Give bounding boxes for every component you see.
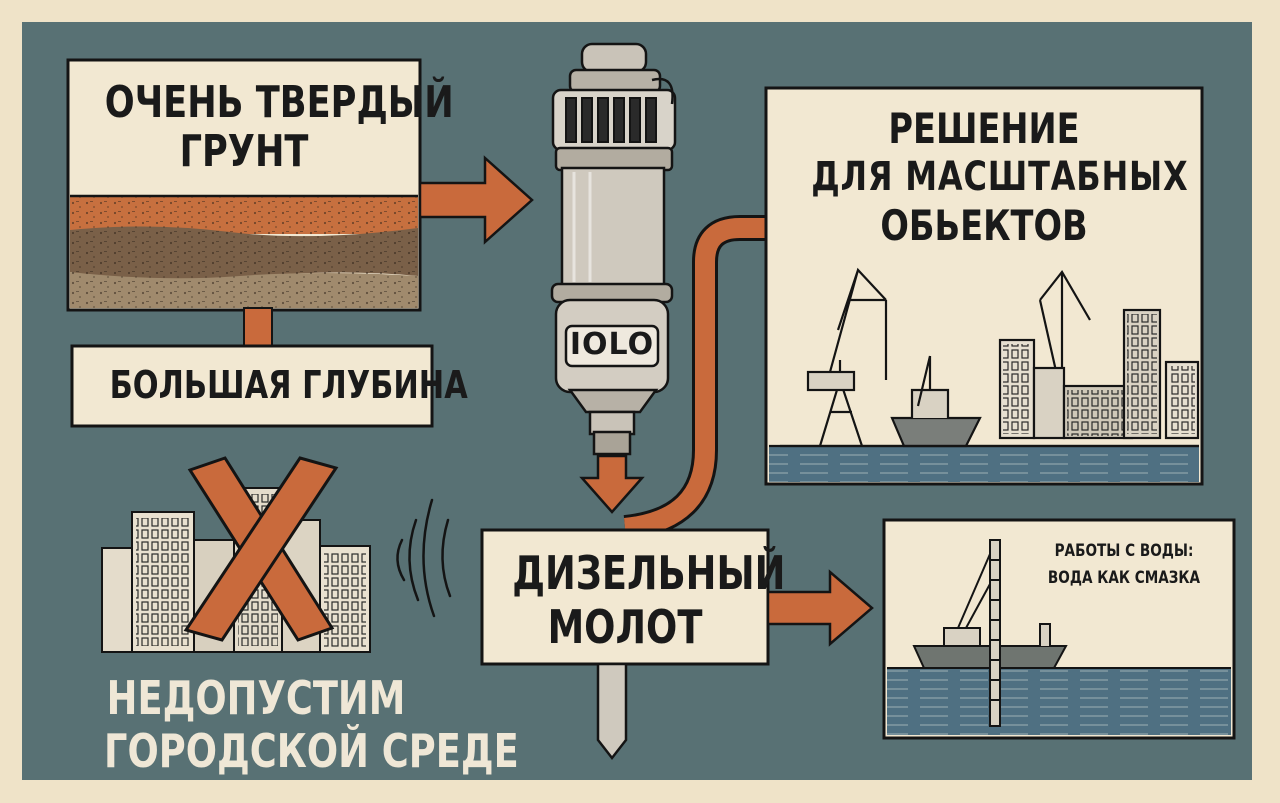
diesel-hammer-illustration <box>550 42 677 456</box>
solution-line2: ДЛЯ МАСШТАБНЫХ <box>811 153 1189 200</box>
solution-line1: РЕШЕНИЕ <box>888 104 1080 153</box>
pile-icon <box>596 662 628 761</box>
hard-soil-label: ОЧЕНЬ ТВЕРДЫЙ ГРУНТ <box>70 77 454 178</box>
depth-text: БОЛЬШАЯ ГЛУБИНА <box>109 363 468 407</box>
depth-label: БОЛЬШАЯ ГЛУБИНА <box>74 363 468 407</box>
arrow-down-icon <box>579 454 645 514</box>
hammer-marking: IOLO <box>566 328 658 362</box>
arrow-right-icon <box>418 155 534 245</box>
vibration-wave-icon <box>396 498 452 618</box>
water-pile-scene <box>887 539 1231 735</box>
warning-line2: ГОРОДСКОЙ СРЕДЕ <box>104 724 519 779</box>
depth-panel <box>70 344 434 428</box>
warning-label: НЕДОПУСТИМ ГОРОДСКОЙ СРЕДЕ <box>66 671 519 779</box>
water-works-label: РАБОТЫ С ВОДЫ: ВОДА КАК СМАЗКА <box>1024 538 1224 592</box>
water-works-line1: РАБОТЫ С ВОДЫ: <box>1054 541 1194 561</box>
arrow-right-icon <box>766 569 874 647</box>
diesel-hammer-line1: ДИЗЕЛЬНЫЙ <box>512 546 786 600</box>
soil-layers <box>70 194 418 308</box>
hard-soil-line1: ОЧЕНЬ ТВЕРДЫЙ <box>104 77 454 128</box>
forbidden-cross-icon <box>183 456 339 642</box>
port-scene <box>769 267 1200 482</box>
diesel-hammer-label: ДИЗЕЛЬНЫЙ МОЛОТ <box>484 546 786 655</box>
diesel-hammer-panel <box>480 528 770 666</box>
soil-depth-connector <box>243 307 273 349</box>
solution-line3: ОБЬЕКТОВ <box>880 200 1088 250</box>
warning-line1: НЕДОПУСТИМ <box>106 671 406 725</box>
hard-soil-line2: ГРУНТ <box>179 126 309 178</box>
diesel-hammer-line2: МОЛОТ <box>547 600 703 655</box>
water-works-line2: ВОДА КАК СМАЗКА <box>1047 568 1201 589</box>
solution-label: РЕШЕНИЕ ДЛЯ МАСШТАБНЫХ ОБЬЕКТОВ <box>768 104 1200 250</box>
hammer-marking-text: IOLO <box>569 327 655 362</box>
